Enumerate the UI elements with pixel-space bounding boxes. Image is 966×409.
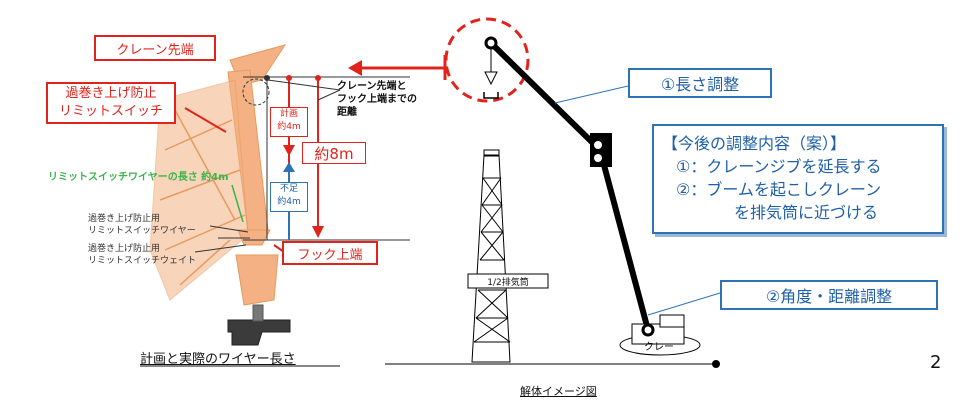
boom-pivot (641, 323, 655, 337)
weight-pointer (194, 244, 247, 253)
tip-highlight-circle (444, 17, 530, 103)
crane-label: クレー (644, 342, 674, 353)
approx-8m-label: 約8m (302, 142, 366, 164)
shortage-line1: 不足 (279, 184, 298, 194)
arrow-8m-head (312, 226, 324, 238)
joint-dot (594, 141, 602, 149)
crane-cab (659, 314, 685, 328)
weight-line1: 過巻き上げ防止用 (88, 244, 161, 254)
chimney (471, 149, 511, 363)
wire-label: 過巻き上げ防止用 リミットスイッチワイヤー (88, 213, 196, 237)
crane-tip-label: クレーン先端 (94, 35, 216, 61)
page-number: 2 (930, 352, 942, 373)
note-title: 【今後の調整内容（案）】 (662, 134, 847, 153)
tick-dot (264, 75, 270, 81)
shortage-line2: 約4m (277, 197, 301, 207)
red-arrow-head (348, 60, 362, 76)
left-caption: 計画と実際のワイヤー長さ (140, 352, 296, 367)
distance-line1: クレーン先端と (337, 81, 407, 92)
wire-line1: 過巻き上げ防止用 (88, 214, 161, 224)
ground-end-dot (712, 360, 720, 368)
angle-adjust-label: ②角度・距離調整 (720, 280, 938, 310)
note-line1: ①：クレーンジブを延長する (676, 157, 882, 176)
length-connector (554, 85, 629, 104)
length-adjust-label: ①長さ調整 (628, 68, 772, 98)
limit-switch-line2: リミットスイッチ (58, 104, 163, 119)
joint-dot (594, 154, 602, 162)
limit-switch-line1: 過巻き上げ防止 (65, 86, 157, 101)
distance-line3: 距離 (337, 107, 357, 118)
distance-pointers (267, 79, 341, 101)
wire-pointer (209, 225, 249, 233)
hook (483, 92, 499, 99)
reference-lines (218, 76, 410, 241)
wire-length-label: リミットスイッチワイヤーの長さ 約4m (48, 172, 229, 183)
distance-line2: フック上端までの (337, 94, 417, 105)
hook-block (484, 71, 498, 86)
wire-length-arrow (231, 184, 244, 223)
chimney-label: 1/2排気筒 (487, 278, 529, 288)
note-line2: ②：ブームを起こしクレーン (676, 180, 882, 199)
note-line3: を排気筒に近づける (734, 203, 879, 222)
tip-dashed-circle (242, 78, 270, 106)
chimney-label-box (467, 273, 549, 289)
limit-switch-label: 過巻き上げ防止 リミットスイッチ (46, 82, 176, 124)
wire-line2: リミットスイッチワイヤー (88, 226, 196, 236)
hook-top-label: フック上端 (282, 241, 378, 265)
plan-line2: 約4m (277, 122, 301, 132)
right-caption: 解体イメージ図 (520, 385, 597, 398)
arrow-plan-head (283, 145, 295, 156)
angle-connector (647, 292, 721, 316)
tick-dot (286, 75, 292, 81)
adjustment-note: 【今後の調整内容（案）】 ①：クレーンジブを延長する ②：ブームを起こしクレーン… (652, 124, 944, 234)
shortage-label: 不足 約4m (270, 182, 308, 212)
weight-line2: リミットスイッチウェイト (88, 256, 197, 266)
jib-tip-pulley (484, 36, 498, 50)
plan-label: 計画 約4m (270, 107, 308, 137)
limit-switch-pointer (184, 107, 227, 133)
jib-joint (590, 133, 612, 167)
weight-label: 過巻き上げ防止用 リミットスイッチウェイト (88, 243, 196, 267)
tick-dot (315, 75, 321, 81)
plan-line1: 計画 (279, 109, 298, 119)
jib (488, 40, 651, 331)
distance-label: クレーン先端と フック上端までの 距離 (337, 80, 417, 119)
crane-lattice (159, 109, 246, 286)
shortage-arrow-head (283, 162, 295, 172)
